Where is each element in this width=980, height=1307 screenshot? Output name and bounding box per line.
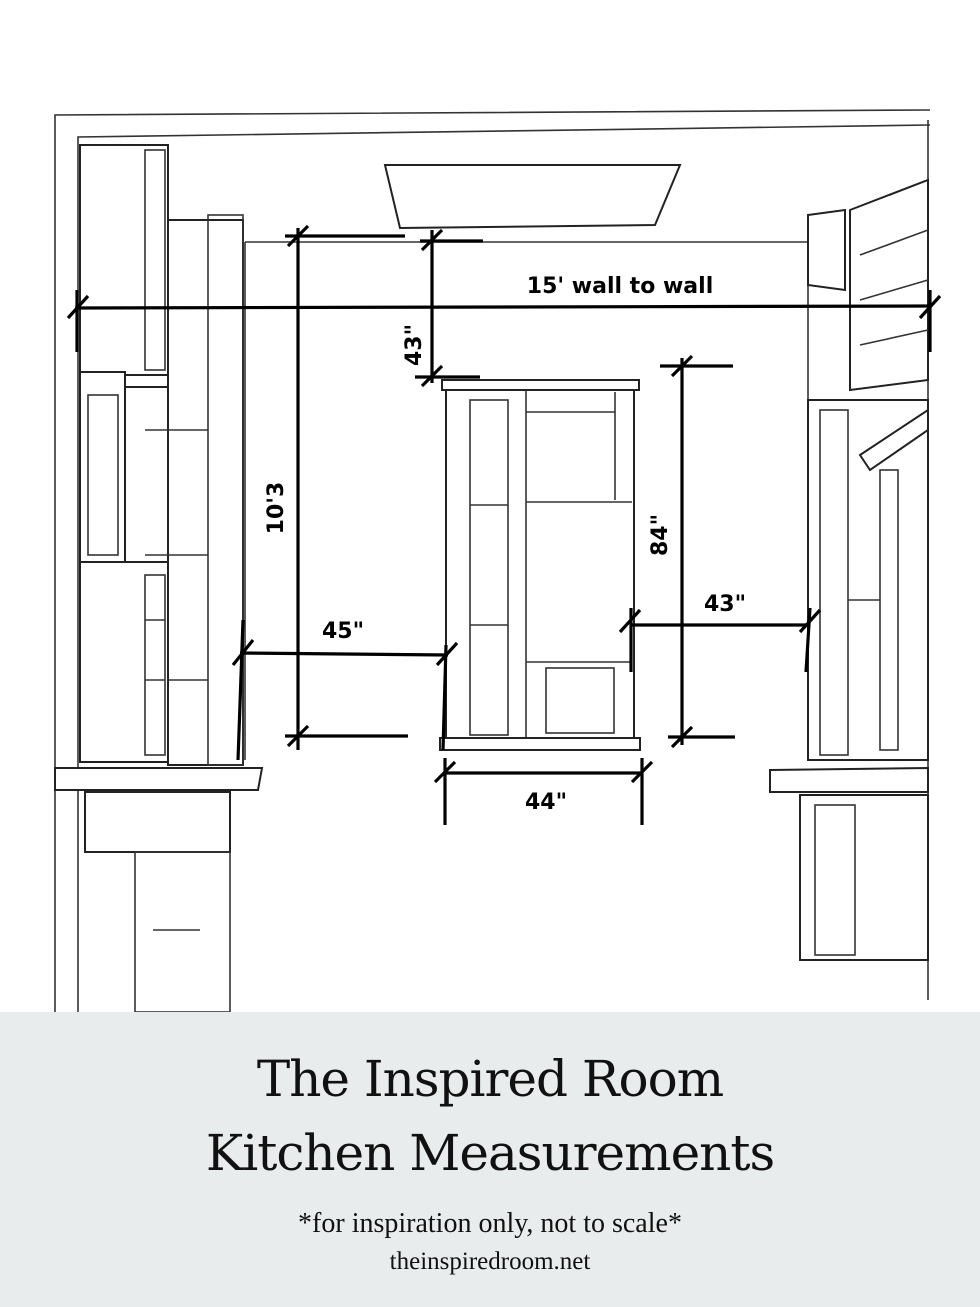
title-line-1: The Inspired Room	[256, 1050, 724, 1108]
left-aisle-label: 45"	[322, 619, 364, 644]
dimension-ceiling-height: 10'3	[264, 224, 408, 750]
dimension-left-aisle: 45"	[231, 619, 459, 761]
left-cabinets	[54, 144, 264, 1012]
kitchen-diagram: 15' wall to wall 10'3 43" 84" 45"	[54, 109, 942, 1012]
right-cabinets	[769, 178, 929, 961]
caption-footer: The Inspired Room Kitchen Measurements *…	[0, 1012, 980, 1307]
dimension-right-aisle: 43"	[618, 592, 822, 673]
upper-clearance-label: 43"	[402, 324, 427, 366]
dimension-island-width: 44"	[433, 758, 654, 825]
ceiling-height-label: 10'3	[264, 482, 289, 535]
island-height-label: 84"	[648, 514, 673, 556]
dimension-wall-to-wall: 15' wall to wall	[66, 274, 942, 352]
disclaimer: *for inspiration only, not to scale*	[298, 1208, 682, 1239]
island-width-label: 44"	[525, 790, 567, 815]
dimension-upper-clearance: 43"	[402, 228, 483, 388]
wall-to-wall-label: 15' wall to wall	[527, 274, 713, 299]
website-url: theinspiredroom.net	[389, 1248, 591, 1275]
dimension-island-height: 84"	[648, 354, 735, 749]
right-aisle-label: 43"	[704, 592, 746, 617]
island	[439, 379, 641, 751]
title-line-2: Kitchen Measurements	[205, 1124, 775, 1182]
skylight	[383, 164, 682, 230]
